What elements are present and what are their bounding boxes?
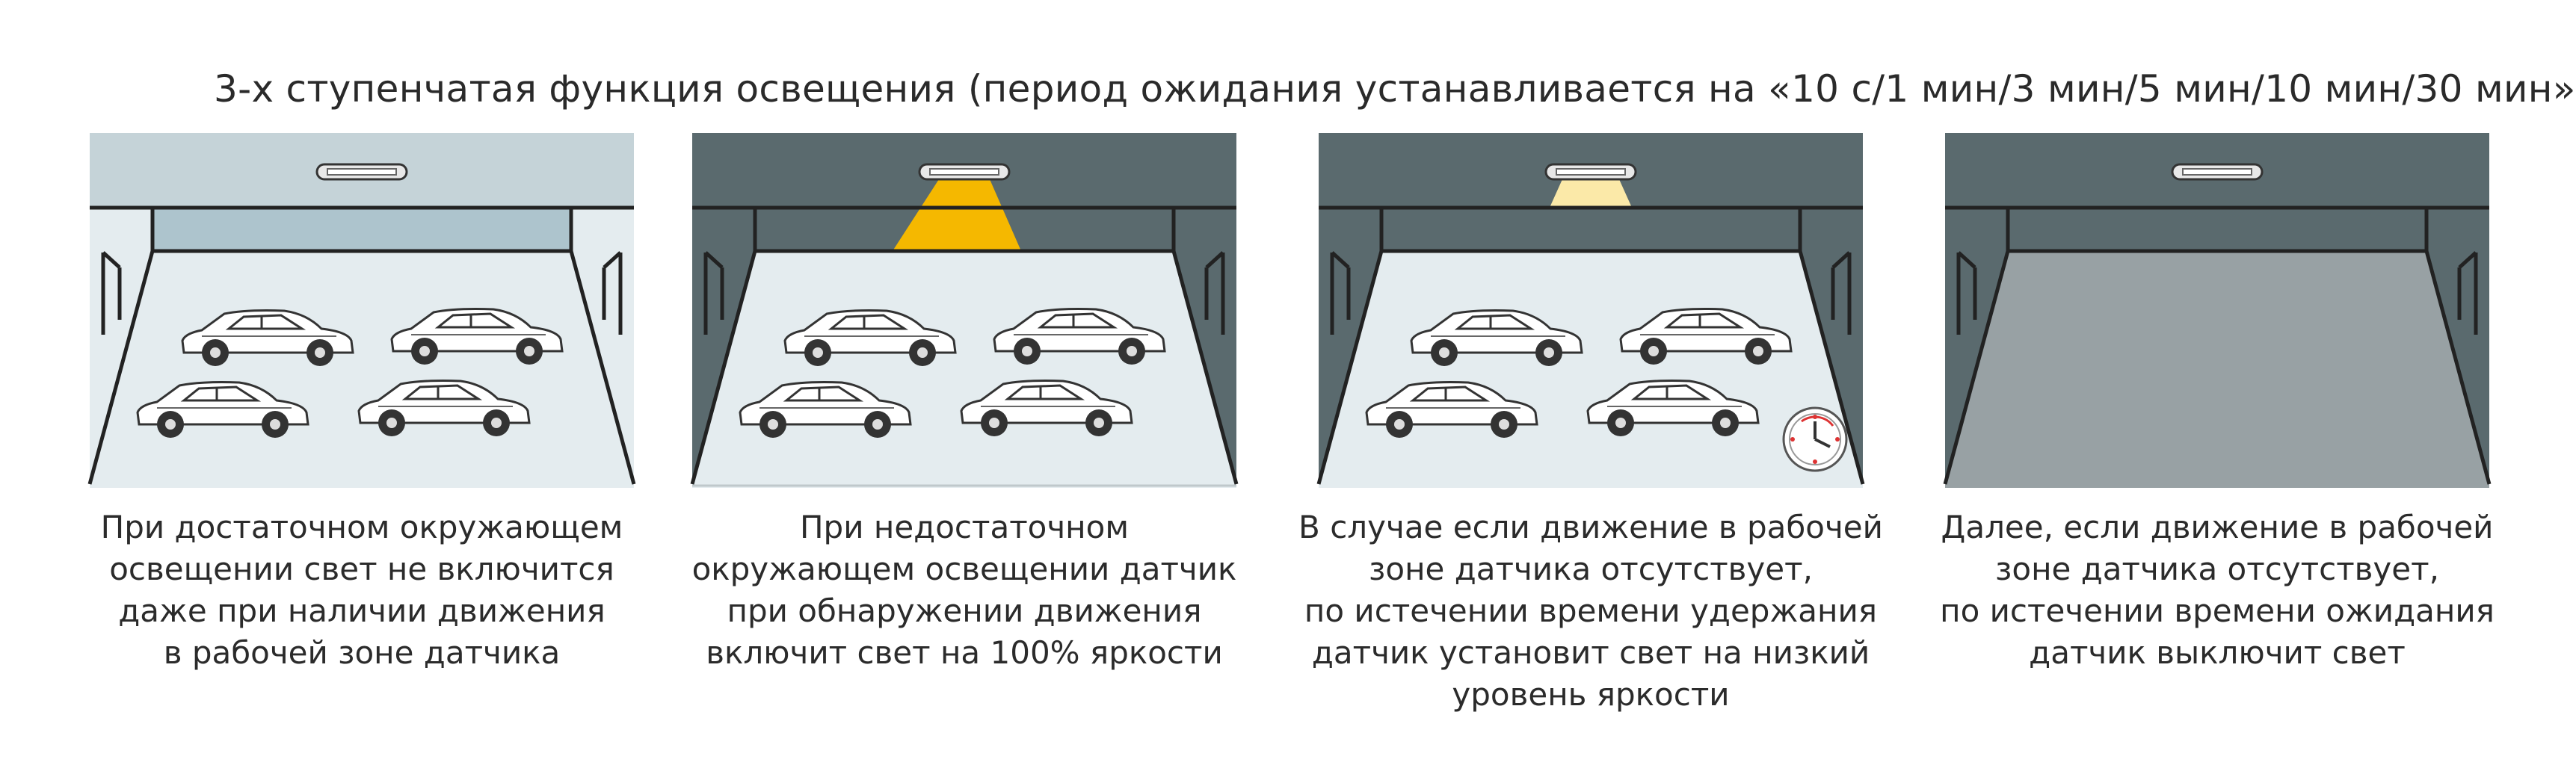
- cars-group: [136, 308, 564, 438]
- wall-line: [1171, 250, 1239, 485]
- caption-ambient-sufficient: При достаточном окружающем освещении све…: [63, 507, 661, 674]
- car-icon: [993, 308, 1166, 365]
- wall-line: [690, 250, 757, 485]
- wall-line: [87, 250, 155, 485]
- car-icon: [1410, 309, 1583, 366]
- clock-timer-icon: [1782, 406, 1848, 472]
- panel-back-wall: [152, 208, 571, 251]
- panel-right-wall: [2426, 208, 2489, 484]
- caption-line: При недостаточном: [799, 509, 1130, 545]
- wall-line: [704, 251, 724, 269]
- car-icon: [181, 309, 354, 366]
- caption-line: при обнаружении движения: [727, 592, 1202, 629]
- panel-off: [1943, 133, 2492, 488]
- panel-back-wall: [2008, 208, 2426, 251]
- caption-line: датчик выключит свет: [2029, 634, 2406, 671]
- room-outline: [690, 205, 1239, 485]
- wall-line: [2424, 250, 2492, 485]
- car-icon: [783, 309, 957, 366]
- car-icon: [739, 381, 912, 438]
- cars-group: [1365, 308, 1793, 438]
- caption-line: В случае если движение в рабочей: [1298, 509, 1883, 545]
- ceiling-tube-lamp-icon: [918, 163, 1011, 181]
- caption-line: окружающем освещении датчик: [691, 551, 1237, 587]
- wall-line: [603, 251, 622, 269]
- wall-line: [2458, 251, 2477, 269]
- caption-line: по истечении времени ожидания: [1940, 592, 2495, 629]
- caption-line: уровень яркости: [1452, 676, 1730, 713]
- panel-hold-low-brightness: [1316, 133, 1865, 488]
- wall-line: [569, 250, 636, 485]
- caption-hold-low-brightness: В случае если движение в рабочей зоне да…: [1292, 507, 1890, 716]
- caption-off: Далее, если движение в рабочей зоне датч…: [1918, 507, 2516, 674]
- wall-line: [1957, 251, 1976, 269]
- car-icon: [357, 380, 531, 436]
- panel-right-wall: [1800, 208, 1863, 484]
- car-icon: [1365, 381, 1538, 438]
- car-icon: [390, 308, 564, 365]
- caption-line: зоне датчика отсутствует,: [1995, 551, 2439, 587]
- ceiling-tube-lamp-icon: [1544, 163, 1637, 181]
- panel-back-wall: [1381, 208, 1800, 251]
- light-beam-full: [893, 179, 1021, 251]
- car-icon: [1586, 380, 1760, 436]
- car-icon: [960, 380, 1133, 436]
- caption-motion-full-brightness: При недостаточном окружающем освещении д…: [665, 507, 1263, 674]
- wall-line: [1798, 250, 1865, 485]
- caption-line: Далее, если движение в рабочей: [1941, 509, 2494, 545]
- caption-line: по истечении времени удержания: [1304, 592, 1878, 629]
- caption-line: в рабочей зоне датчика: [163, 634, 561, 671]
- wall-line: [1316, 250, 1384, 485]
- panel-left-wall: [1319, 208, 1381, 484]
- wall-line: [1831, 251, 1851, 269]
- caption-line: даже при наличии движения: [118, 592, 606, 629]
- caption-line: датчик установит свет на низкий: [1311, 634, 1870, 671]
- panel-left-wall: [1945, 208, 2008, 484]
- car-icon: [1619, 308, 1793, 365]
- wall-line: [1205, 251, 1224, 269]
- room-outline: [1943, 205, 2492, 485]
- wall-line: [1943, 250, 2010, 485]
- wall-line: [1331, 251, 1350, 269]
- room-outline: [87, 205, 636, 485]
- caption-line: зоне датчика отсутствует,: [1369, 551, 1813, 587]
- cars-group: [739, 308, 1166, 438]
- ceiling-tube-lamp-icon: [2171, 163, 2264, 181]
- page-title: 3-х ступенчатая функция освещения (перио…: [214, 67, 2576, 111]
- panel-right-wall: [1174, 208, 1236, 484]
- light-beam-low: [1549, 179, 1633, 209]
- room-outline: [1316, 205, 1865, 485]
- panel-motion-full-brightness: [690, 133, 1239, 488]
- car-icon: [136, 381, 309, 438]
- caption-line: При достаточном окружающем: [100, 509, 623, 545]
- caption-line: освещении свет не включится: [109, 551, 614, 587]
- ceiling-tube-lamp-icon: [315, 163, 408, 181]
- wall-line: [102, 251, 121, 269]
- caption-line: включит свет на 100% яркости: [706, 634, 1223, 671]
- panel-left-wall: [692, 208, 755, 484]
- panel-ambient-sufficient: [87, 133, 636, 488]
